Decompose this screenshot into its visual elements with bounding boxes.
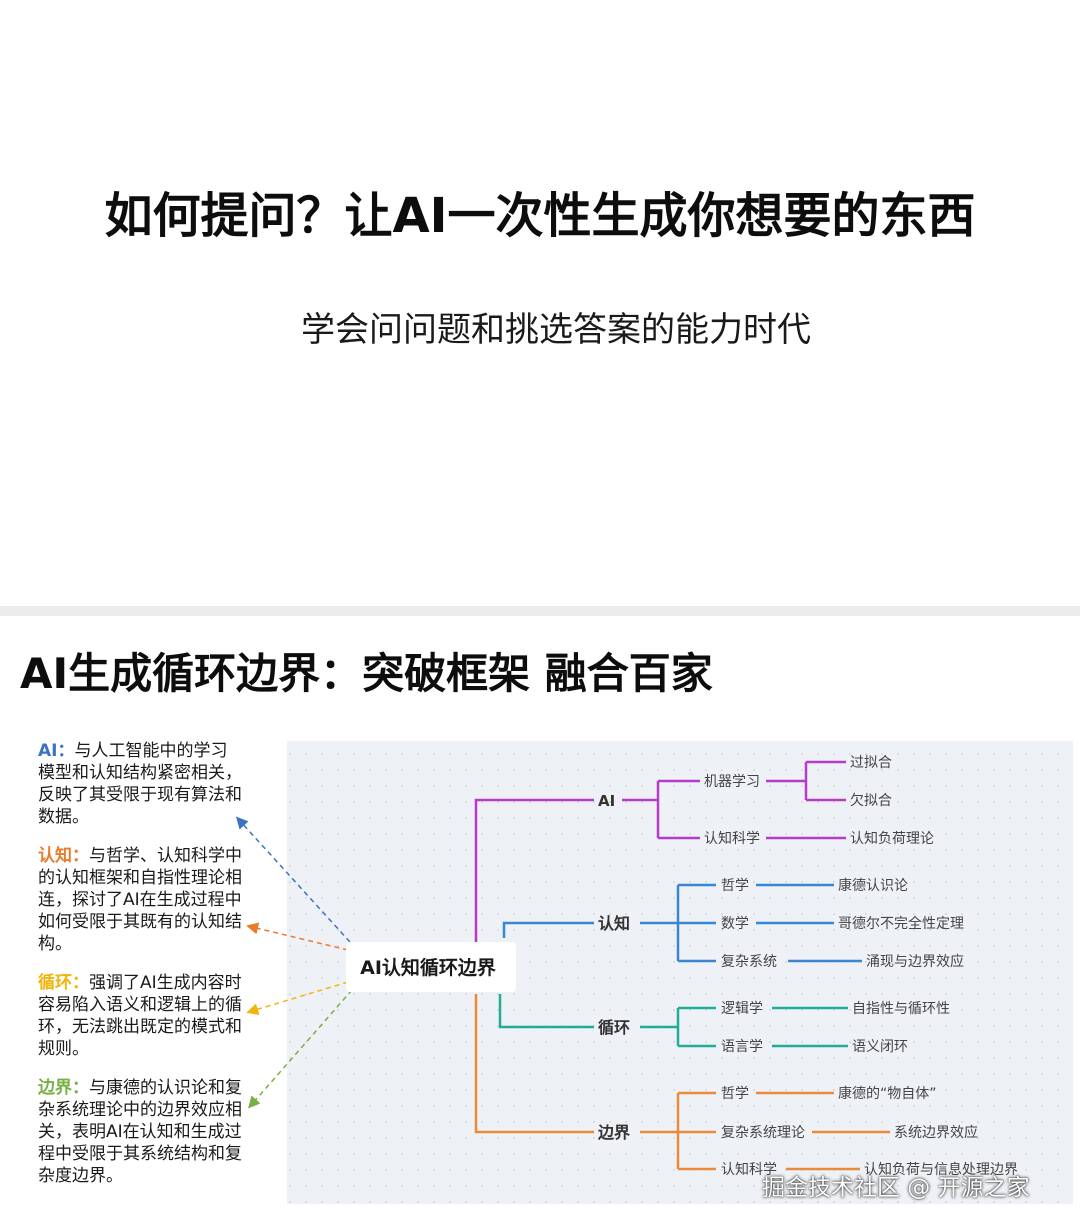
note-key: 循环 xyxy=(38,973,72,993)
note-key: 认知 xyxy=(38,846,72,866)
node-bj-b2: 复杂系统理论 xyxy=(721,1124,805,1141)
page-title: 如何提问？让AI一次性生成你想要的东西 xyxy=(104,188,976,244)
arrow-to-bianjie-note xyxy=(248,989,353,1109)
node-rz-b2a: 哥德尔不完全性定理 xyxy=(838,915,964,932)
node-xunhuan: 循环 xyxy=(598,1018,630,1037)
root-label: AI认知循环边界 xyxy=(360,956,496,979)
note-renzhi: 认知：与哲学、认知科学中的认知框架和自指性理论相连，探讨了AI在生成过程中如何受… xyxy=(38,845,244,955)
node-bianjie: 边界 xyxy=(597,1123,630,1142)
node-ai-b2a: 认知负荷理论 xyxy=(850,830,934,847)
note-xunhuan: 循环：强调了AI生成内容时容易陷入语义和逻辑上的循环，无法跳出既定的模式和规则。 xyxy=(38,972,244,1060)
arrow-to-renzhi-note xyxy=(246,922,349,951)
note-key: 边界 xyxy=(38,1078,72,1098)
node-xh-b2: 语言学 xyxy=(721,1039,763,1055)
branch-bianjie-lines xyxy=(474,994,890,1171)
note-text: 强调了AI生成内容时容易陷入语义和逻辑上的循环，无法跳出既定的模式和规则。 xyxy=(38,973,242,1059)
note-text: 与人工智能中的学习模型和认知结构紧密相关，反映了其受限于现有算法和数据。 xyxy=(38,741,242,827)
page-subtitle: 学会问问题和挑选答案的能力时代 xyxy=(301,310,811,350)
node-bj-b3a: 认知负荷与信息处理边界 xyxy=(864,1161,1018,1178)
node-renzhi: 认知 xyxy=(598,914,630,933)
note-ai: AI：与人工智能中的学习模型和认知结构紧密相关，反映了其受限于现有算法和数据。 xyxy=(38,740,244,828)
node-ai-b1b: 欠拟合 xyxy=(850,793,892,809)
note-text: 与康德的认识论和复杂系统理论中的边界效应相关，表明AI在认知和生成过程中受限于其… xyxy=(38,1078,242,1186)
node-xh-b2a: 语义闭环 xyxy=(852,1039,908,1055)
node-bj-b1: 哲学 xyxy=(721,1086,749,1102)
note-text: 与哲学、认知科学中的认知框架和自指性理论相连，探讨了AI在生成过程中如何受限于其… xyxy=(38,846,242,954)
node-ai-b1a: 过拟合 xyxy=(850,755,892,771)
node-ai: AI xyxy=(598,792,615,810)
node-xh-b1a: 自指性与循环性 xyxy=(852,1001,950,1017)
note-sep: ： xyxy=(72,1078,89,1098)
node-ai-b2: 认知科学 xyxy=(704,830,760,847)
branch-xunhuan-lines xyxy=(498,994,848,1048)
slide-title: AI生成循环边界：突破框架 融合百家 xyxy=(20,649,713,698)
arrow-to-ai-note xyxy=(235,816,351,943)
node-bj-b3: 认知科学 xyxy=(721,1161,777,1178)
notes-panel: AI：与人工智能中的学习模型和认知结构紧密相关，反映了其受限于现有算法和数据。 … xyxy=(38,740,244,1204)
node-rz-b3a: 涌现与边界效应 xyxy=(866,953,964,970)
branch-renzhi-lines xyxy=(502,883,862,963)
root-node xyxy=(346,942,516,992)
watermark: 掘金技术社区 @ 开源之家 xyxy=(762,1175,1030,1201)
node-bj-b2a: 系统边界效应 xyxy=(894,1124,978,1141)
note-key: AI xyxy=(38,741,58,761)
arrow-to-xunhuan-note xyxy=(246,981,349,1016)
node-xh-b1: 逻辑学 xyxy=(721,1001,763,1017)
branch-ai-lines xyxy=(474,760,846,948)
node-rz-b1a: 康德认识论 xyxy=(838,877,908,894)
title-slide: 如何提问？让AI一次性生成你想要的东西 学会问问题和挑选答案的能力时代 xyxy=(0,0,1080,606)
node-bj-b1a: 康德的“物自体” xyxy=(838,1085,937,1102)
note-sep: ： xyxy=(72,846,89,866)
note-sep: ： xyxy=(72,973,89,993)
node-rz-b1: 哲学 xyxy=(721,878,749,894)
slide-divider xyxy=(0,606,1080,616)
node-rz-b2: 数学 xyxy=(721,916,749,932)
note-sep: ： xyxy=(57,741,75,761)
note-bianjie: 边界：与康德的认识论和复杂系统理论中的边界效应相关，表明AI在认知和生成过程中受… xyxy=(38,1077,244,1187)
node-ai-b1: 机器学习 xyxy=(704,774,760,790)
node-rz-b3: 复杂系统 xyxy=(721,953,777,970)
